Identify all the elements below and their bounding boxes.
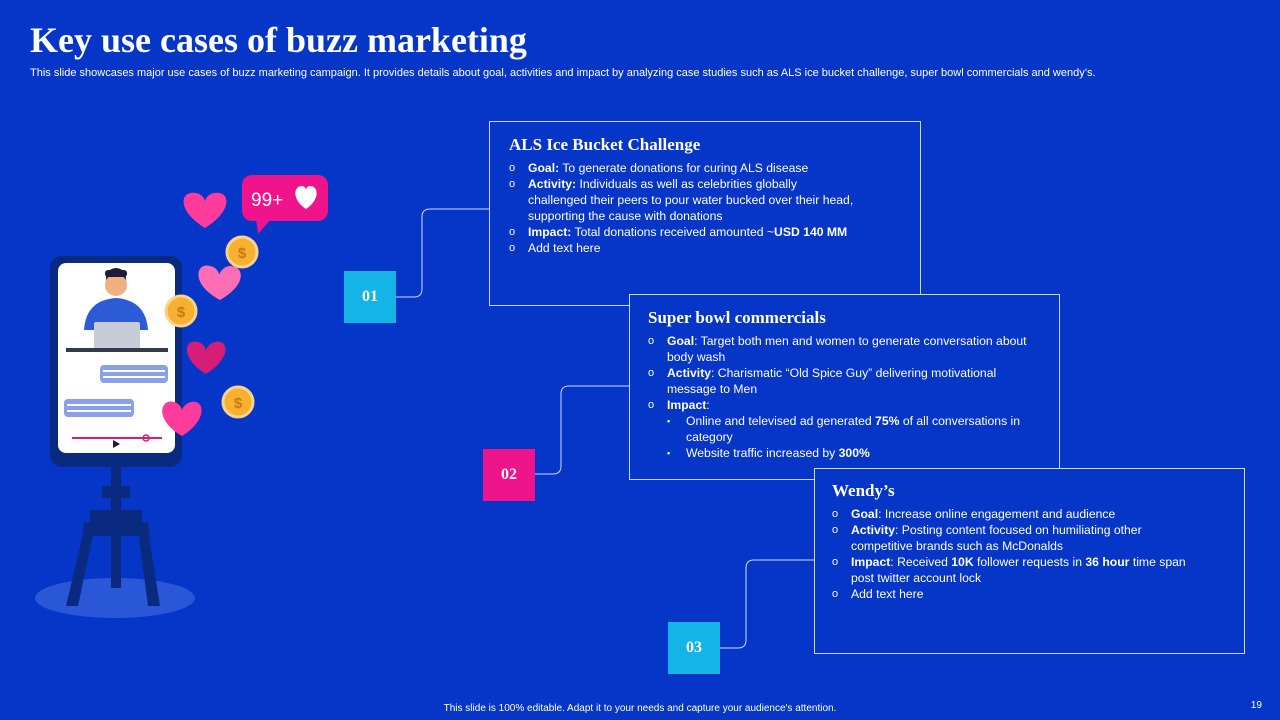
- case-card-super-bowl: Super bowl commercials Goal: Target both…: [629, 294, 1060, 480]
- impact-item: Impact: Total donations received amounte…: [509, 224, 902, 240]
- case-card-wendys: Wendy’s Goal: Increase online engagement…: [814, 468, 1245, 654]
- phone-illustration: 99+ $ $ $: [35, 175, 328, 618]
- notification-badge-text: 99+: [251, 190, 283, 211]
- slide-footer: This slide is 100% editable. Adapt it to…: [443, 703, 837, 714]
- impact-subitem: Online and televised ad generated 75% of…: [648, 413, 1038, 445]
- slide-subtitle: This slide showcases major use cases of …: [30, 67, 1096, 79]
- impact-subitem: Website traffic increased by 300%: [648, 445, 1041, 461]
- heart-icon: [186, 341, 226, 374]
- svg-text:$: $: [238, 245, 247, 262]
- case-number-badge-03: 03: [668, 622, 720, 674]
- impact-item: Impact:: [648, 397, 1041, 413]
- case-details: Goal: Target both men and women to gener…: [648, 333, 1041, 461]
- goal-item: Goal: To generate donations for curing A…: [509, 160, 902, 176]
- impact-item: Impact: Received 10K follower requests i…: [832, 554, 1211, 586]
- svg-text:$: $: [177, 304, 186, 321]
- chat-bubble-icon: 99+: [242, 175, 328, 234]
- case-title: ALS Ice Bucket Challenge: [509, 135, 701, 154]
- smartphone-icon: [50, 256, 182, 467]
- case-details: Goal: Increase online engagement and aud…: [832, 506, 1226, 602]
- slide-title: Key use cases of buzz marketing: [30, 20, 527, 60]
- activity-item: Activity: Charismatic “Old Spice Guy” de…: [648, 365, 1027, 397]
- heart-icon: [162, 401, 202, 436]
- case-number-badge-02: 02: [483, 449, 535, 501]
- placeholder-item: Add text here: [832, 586, 1226, 602]
- case-number-badge-01: 01: [344, 271, 396, 323]
- svg-text:$: $: [234, 395, 243, 412]
- case-title: Wendy’s: [832, 481, 895, 500]
- heart-icon: [198, 265, 241, 300]
- goal-item: Goal: Increase online engagement and aud…: [832, 506, 1226, 522]
- case-details: Goal: To generate donations for curing A…: [509, 160, 902, 256]
- case-card-als: ALS Ice Bucket Challenge Goal: To genera…: [489, 121, 921, 306]
- goal-item: Goal: Target both men and women to gener…: [648, 333, 1027, 365]
- case-title: Super bowl commercials: [648, 308, 826, 327]
- coin-icon: $: [221, 385, 255, 419]
- placeholder-item: Add text here: [509, 240, 902, 256]
- page-number: 19: [1250, 700, 1262, 711]
- coin-icon: $: [225, 235, 259, 269]
- coin-icon: $: [164, 294, 198, 328]
- activity-item: Activity: Individuals as well as celebri…: [509, 176, 858, 224]
- tripod-stand-icon: [66, 462, 160, 606]
- bubble-heart-icon: [295, 186, 317, 209]
- activity-item: Activity: Posting content focused on hum…: [832, 522, 1191, 554]
- heart-icon: [183, 192, 227, 228]
